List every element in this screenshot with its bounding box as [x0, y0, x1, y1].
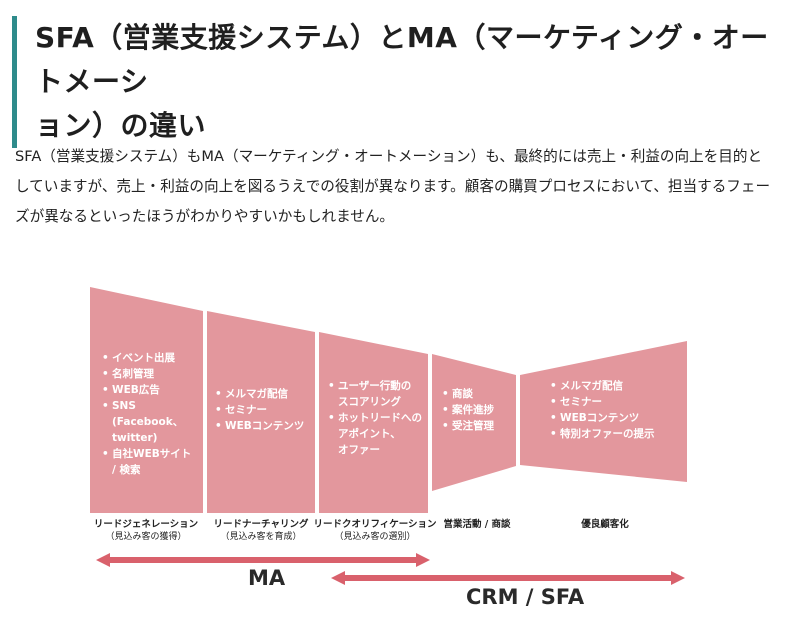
intro-paragraph: SFA（営業支援システム）もMA（マーケティング・オートメーション）も、最終的に… — [15, 148, 771, 225]
sales-process-diagram: イベント出展 名刺管理 WEB広告 SNS (Facebook、 twitter… — [0, 280, 788, 620]
list-item: WEBコンテンツ — [550, 410, 680, 426]
crm-sfa-range-label: CRM / SFA — [466, 585, 585, 609]
list-item: 特別オファーの提示 — [550, 426, 680, 442]
stage-label-sub: （見込み客の選別） — [334, 532, 416, 542]
stage-items-lead-qualification: ユーザー行動の スコアリング ホットリードへの アポイント、 オファー — [328, 378, 426, 458]
list-item: メルマガ配信 — [550, 378, 680, 394]
stage-label-lead-generation: リードジェネレーション （見込み客の獲得） — [86, 518, 206, 544]
list-item: SNS (Facebook、 twitter) — [102, 398, 202, 446]
stage-label-text: リードナーチャリング — [213, 519, 309, 530]
stage-label-customer-loyalty: 優良顧客化 — [550, 518, 660, 531]
stage-label-sales-activity: 営業活動 / 商談 — [432, 518, 522, 531]
stage-items-lead-generation: イベント出展 名刺管理 WEB広告 SNS (Facebook、 twitter… — [102, 350, 202, 478]
ma-range-arrow — [96, 553, 430, 567]
page-title-line-2: ョン）の違い — [35, 109, 207, 142]
stage-items-customer-loyalty: メルマガ配信 セミナー WEBコンテンツ 特別オファーの提示 — [550, 378, 680, 442]
stage-label-text: 優良顧客化 — [581, 519, 629, 530]
list-item: ホットリードへの アポイント、 オファー — [328, 410, 426, 458]
list-item: イベント出展 — [102, 350, 202, 366]
ma-range-label: MA — [248, 566, 286, 590]
stage-label-text: リードジェネレーション — [93, 519, 199, 530]
stage-label-lead-nurturing: リードナーチャリング （見込み客を育成） — [203, 518, 319, 544]
list-item: メルマガ配信 — [215, 386, 313, 402]
stage-label-sub: （見込み客の獲得） — [105, 532, 187, 542]
page-title: SFA（営業支援システム）とMA（マーケティング・オートメーシ ョン）の違い — [35, 16, 782, 148]
list-item: WEBコンテンツ — [215, 418, 313, 434]
crm-sfa-range-arrow — [331, 571, 685, 585]
stage-label-text: 営業活動 / 商談 — [443, 519, 511, 530]
list-item: セミナー — [215, 402, 313, 418]
stage-label-lead-qualification: リードクオリフィケーション （見込み客の選別） — [313, 518, 437, 544]
list-item: WEB広告 — [102, 382, 202, 398]
list-item: セミナー — [550, 394, 680, 410]
stage-label-sub: （見込み客を育成） — [220, 532, 302, 542]
stage-items-lead-nurturing: メルマガ配信 セミナー WEBコンテンツ — [215, 386, 313, 434]
page-title-line-1: SFA（営業支援システム）とMA（マーケティング・オートメーシ — [35, 21, 769, 98]
list-item: 受注管理 — [442, 418, 514, 434]
list-item: 名刺管理 — [102, 366, 202, 382]
list-item: 商談 — [442, 386, 514, 402]
list-item: 自社WEBサイト / 検索 — [102, 446, 202, 478]
stage-label-text: リードクオリフィケーション — [313, 519, 437, 530]
stage-items-sales-activity: 商談 案件進捗 受注管理 — [442, 386, 514, 434]
section-heading: SFA（営業支援システム）とMA（マーケティング・オートメーシ ョン）の違い — [12, 16, 782, 148]
list-item: ユーザー行動の スコアリング — [328, 378, 426, 410]
list-item: 案件進捗 — [442, 402, 514, 418]
